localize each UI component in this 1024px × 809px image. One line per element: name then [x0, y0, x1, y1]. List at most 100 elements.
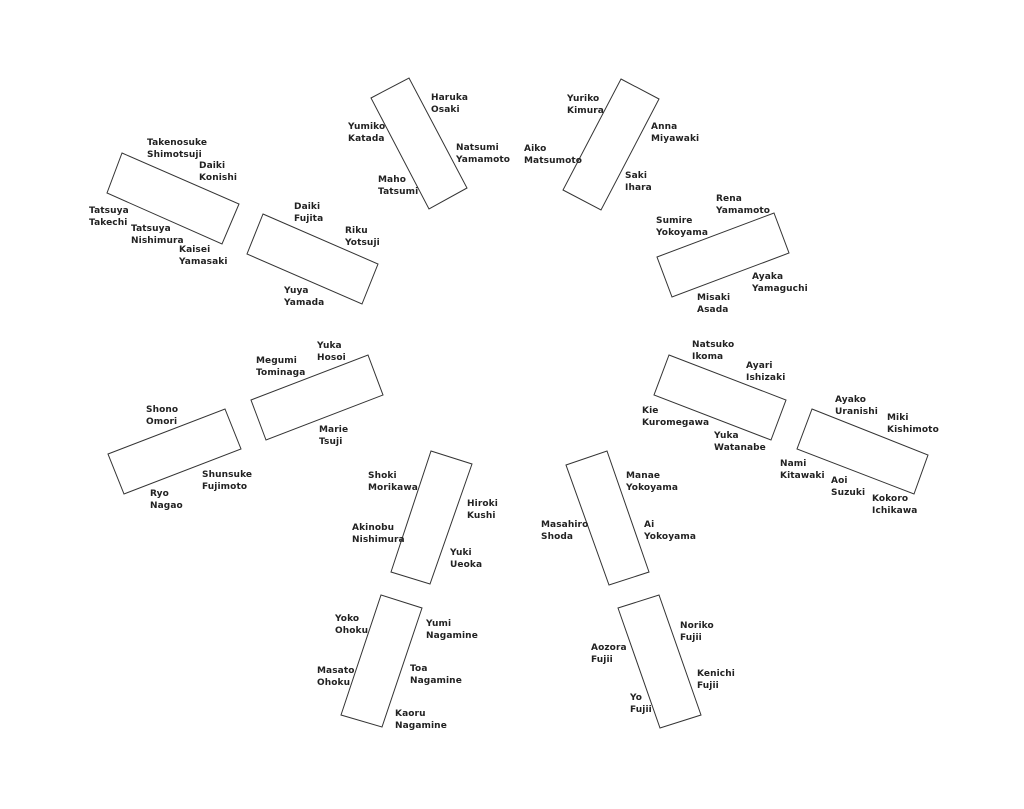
- guest-last-name: Yamada: [284, 298, 325, 308]
- guest-first-name: Kaisei: [179, 245, 211, 255]
- table-12: [340, 594, 423, 728]
- guest-last-name: Nishimura: [131, 236, 184, 246]
- guest-first-name: Takenosuke: [147, 138, 208, 148]
- table-4: [562, 78, 660, 211]
- guest-last-name: Tominaga: [256, 368, 306, 378]
- guest-last-name: Ohoku: [335, 626, 369, 636]
- guest-last-name: Fujii: [591, 655, 613, 665]
- guest-last-name: Yokoyama: [626, 483, 678, 493]
- guest-last-name: Yotsuji: [345, 238, 380, 248]
- guest-last-name: Fujii: [697, 681, 719, 691]
- guest-first-name: Marie: [319, 425, 349, 435]
- guest-first-name: Saki: [625, 171, 648, 181]
- guest-first-name: Aozora: [591, 643, 627, 653]
- guest-first-name: Kenichi: [697, 669, 735, 679]
- guest-last-name: Konishi: [199, 173, 238, 183]
- guest-last-name: Yokoyama: [656, 228, 708, 238]
- guest-first-name: Kie: [642, 406, 659, 416]
- guest-first-name: Aiko: [524, 144, 547, 154]
- guest-first-name: Miki: [887, 413, 909, 423]
- guest-first-name: Yuka: [714, 431, 739, 441]
- guest-first-name: Ayako: [835, 395, 867, 405]
- guest-first-name: Yo: [630, 693, 643, 703]
- guest-first-name: Megumi: [256, 356, 297, 366]
- guest-last-name: Kimura: [567, 106, 604, 116]
- guest-first-name: Haruka: [431, 93, 469, 103]
- guest-last-name: Nagamine: [426, 631, 478, 641]
- guest-last-name: Fujii: [680, 633, 702, 643]
- guest-first-name: Natsuko: [692, 340, 735, 350]
- guest-first-name: Yumi: [426, 619, 452, 629]
- table-8: [653, 354, 787, 441]
- guest-first-name: Kokoro: [872, 494, 909, 504]
- guest-first-name: Ai: [644, 520, 655, 530]
- guest-first-name: Ryo: [150, 489, 169, 499]
- guest-first-name: Nami: [780, 459, 807, 469]
- guest-last-name: Katada: [348, 134, 385, 144]
- guest-first-name: Yuriko: [567, 94, 600, 104]
- guest-last-name: Yamasaki: [179, 257, 228, 267]
- guest-first-name: Ayari: [746, 361, 773, 371]
- guest-first-name: Noriko: [680, 621, 714, 631]
- guest-first-name: Shoki: [368, 471, 397, 481]
- guest-first-name: Masato: [317, 666, 355, 676]
- table-13: [617, 594, 702, 729]
- guest-first-name: Shono: [146, 405, 179, 415]
- guest-last-name: Kushi: [467, 511, 496, 521]
- guest-first-name: Anna: [651, 122, 678, 132]
- guest-last-name: Nagamine: [395, 721, 447, 731]
- guest-last-name: Shimotsuji: [147, 150, 202, 160]
- guest-last-name: Nagamine: [410, 676, 462, 686]
- guest-last-name: Ichikawa: [872, 506, 918, 516]
- guest-first-name: Yuki: [450, 548, 472, 558]
- guest-last-name: Watanabe: [714, 443, 766, 453]
- guest-first-name: Yuya: [284, 286, 309, 296]
- guest-first-name: Daiki: [199, 161, 226, 171]
- guest-first-name: Shunsuke: [202, 470, 253, 480]
- guest-first-name: Rena: [716, 194, 742, 204]
- table-2: [246, 213, 379, 305]
- guest-last-name: Shoda: [541, 532, 574, 542]
- guest-last-name: Kitawaki: [780, 471, 825, 481]
- guest-last-name: Nagao: [150, 501, 183, 511]
- guest-first-name: Sumire: [656, 216, 693, 226]
- guest-first-name: Yoko: [335, 614, 360, 624]
- guest-last-name: Suzuki: [831, 488, 866, 498]
- guest-first-name: Riku: [345, 226, 368, 236]
- guest-last-name: Ihara: [625, 183, 652, 193]
- guest-first-name: Misaki: [697, 293, 731, 303]
- table-1: [106, 152, 240, 245]
- guest-last-name: Asada: [697, 305, 729, 315]
- guest-last-name: Miyawaki: [651, 134, 700, 144]
- guest-last-name: Fujita: [294, 214, 324, 224]
